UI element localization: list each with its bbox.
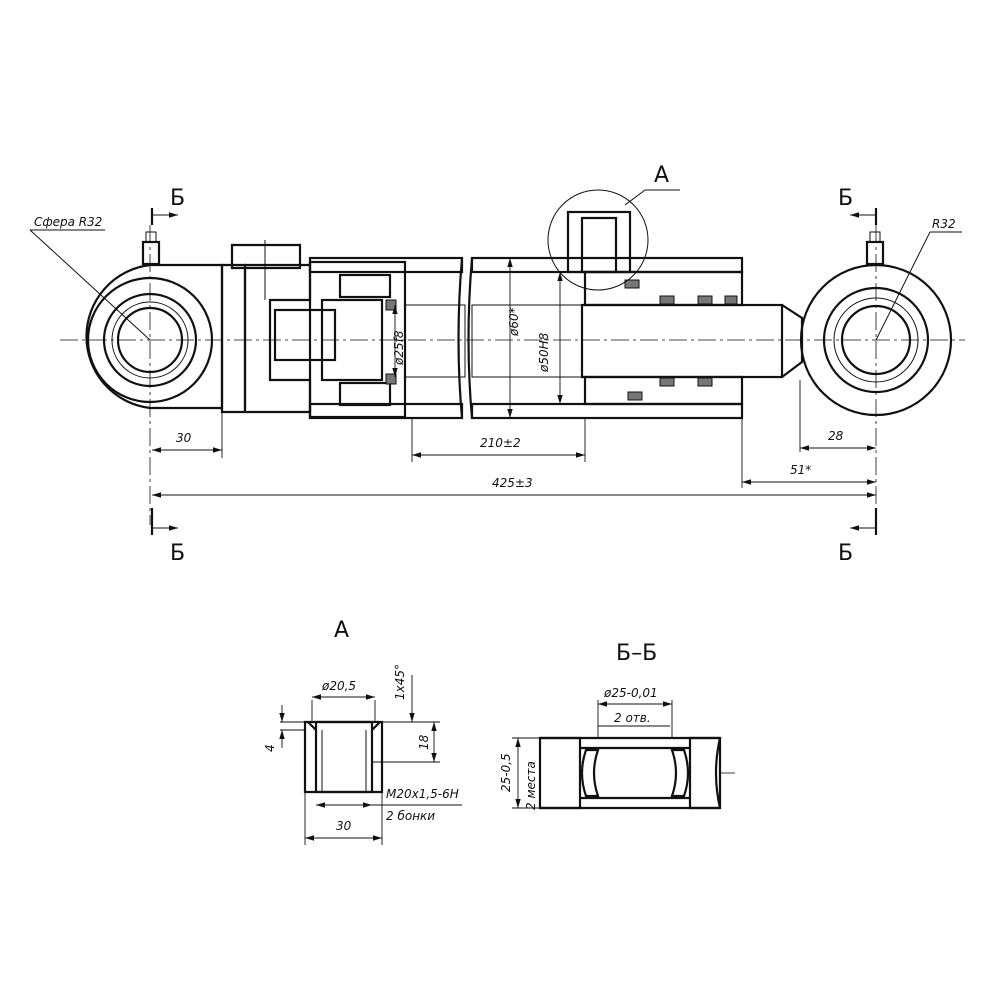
gland-seal-1 bbox=[624, 279, 640, 289]
view-a-label: А bbox=[654, 163, 669, 188]
gland-seal-5 bbox=[659, 377, 675, 387]
section-label-bottom-right: Б bbox=[838, 541, 853, 566]
dim-30-label: 30 bbox=[176, 431, 192, 445]
tube-wall-top-right bbox=[470, 256, 744, 274]
port-boss-rear bbox=[230, 243, 302, 270]
rod-left-segment bbox=[404, 304, 466, 378]
gland-seal-7 bbox=[627, 391, 643, 401]
piston-seal-bottom bbox=[338, 381, 392, 407]
break-line-left bbox=[457, 257, 464, 419]
detail-a-chamfer: 1х45° bbox=[393, 664, 407, 700]
section-bb: Б–Б ø25-0,01 2 отв. 25-0,5 2 места bbox=[499, 641, 735, 810]
detail-a-title: А bbox=[334, 618, 349, 643]
boss-chamfer-right bbox=[371, 721, 381, 731]
detail-a: А ø20,5 1х45° 4 18 M20х1,5-6H 2 бонки 30 bbox=[263, 618, 462, 845]
right-grease-nipple-cap bbox=[869, 231, 881, 243]
dim-210-label: 210±2 bbox=[480, 436, 521, 450]
r32-label: R32 bbox=[932, 217, 956, 231]
dim-outer-dia-label: ø60* bbox=[507, 307, 521, 337]
rod-mid-segment bbox=[471, 304, 583, 378]
section-bb-width: 25-0,5 bbox=[499, 753, 513, 792]
right-eye-lug bbox=[799, 225, 953, 525]
port-thread-hole bbox=[580, 216, 618, 274]
tube-wall-top-left bbox=[308, 256, 464, 274]
bb-left-cheek bbox=[538, 736, 582, 810]
section-bb-holes: 2 отв. bbox=[614, 711, 651, 725]
break-line-right bbox=[467, 257, 474, 419]
gland-seal-4 bbox=[724, 295, 738, 305]
port-boss-front bbox=[566, 210, 632, 274]
section-bb-title: Б–Б bbox=[616, 641, 657, 666]
section-label-bottom-left: Б bbox=[170, 541, 185, 566]
dim-bore-dia-label: ø50H8 bbox=[537, 332, 551, 373]
section-label-top-left: Б bbox=[170, 186, 185, 211]
dim-28-label: 28 bbox=[828, 429, 844, 443]
rear-cap bbox=[220, 240, 312, 414]
detail-a-thread: M20х1,5-6H bbox=[386, 787, 459, 801]
dimension-lines bbox=[152, 258, 876, 498]
dim-425-label: 425±3 bbox=[492, 476, 533, 490]
gland-seal-2 bbox=[659, 295, 675, 305]
left-grease-nipple bbox=[141, 240, 161, 266]
left-grease-nipple-cap bbox=[145, 231, 157, 243]
rear-cap-wall bbox=[220, 263, 247, 414]
rod-right-segment bbox=[580, 303, 784, 379]
bb-spherical-left bbox=[580, 748, 600, 798]
piston-rod-end bbox=[273, 308, 337, 362]
gland-seal-6 bbox=[697, 377, 713, 387]
detail-a-d205: ø20,5 bbox=[321, 679, 356, 693]
front-port-boss bbox=[547, 189, 680, 291]
boss-threaded-hole bbox=[314, 720, 374, 794]
rod-taper bbox=[781, 304, 804, 378]
bb-spherical-right bbox=[670, 748, 690, 798]
piston-nut bbox=[320, 298, 384, 382]
tube-wall-bottom-right bbox=[470, 402, 744, 420]
detail-a-width-30: 30 bbox=[336, 819, 352, 833]
sphere-label: Сфера R32 bbox=[34, 215, 102, 229]
radius-leaders bbox=[29, 229, 962, 341]
gland-seal-3 bbox=[697, 295, 713, 305]
main-view: Сфера R32 R32 А Б Б Б Б 30 210±2 425±3 2… bbox=[29, 163, 965, 566]
piston-oring-top bbox=[385, 299, 397, 311]
sphere-leader bbox=[29, 229, 151, 341]
piston-assembly bbox=[273, 260, 407, 419]
piston-seal-top bbox=[338, 273, 392, 299]
view-a-leader bbox=[624, 189, 646, 206]
dim-rod-dia-label: ø25f8 bbox=[392, 330, 406, 366]
rear-cap-hatched bbox=[243, 263, 312, 414]
section-bb-places: 2 места bbox=[524, 761, 538, 810]
piston-oring-bottom bbox=[385, 373, 397, 385]
detail-a-depth-4: 4 bbox=[263, 744, 277, 752]
section-bb-d25: ø25-0,01 bbox=[603, 686, 658, 700]
section-label-top-right: Б bbox=[838, 186, 853, 211]
boss-chamfer-left bbox=[307, 721, 317, 731]
dim-51-label: 51* bbox=[790, 463, 811, 477]
view-a-circle bbox=[547, 189, 649, 291]
piston-rod bbox=[580, 303, 804, 379]
bb-bearing-race bbox=[580, 746, 690, 800]
section-markers bbox=[150, 208, 878, 535]
r32-leader bbox=[875, 231, 931, 341]
detail-a-depth-18: 18 bbox=[417, 734, 431, 750]
right-grease-nipple bbox=[865, 240, 885, 266]
tube-wall-bottom-left bbox=[308, 402, 464, 420]
detail-a-count: 2 бонки bbox=[386, 809, 435, 823]
left-eye-lug bbox=[85, 225, 224, 525]
front-gland bbox=[583, 270, 744, 406]
cylinder-tube-left bbox=[308, 256, 466, 420]
cylinder-tube-right bbox=[467, 256, 744, 420]
bb-break-line bbox=[714, 737, 722, 809]
